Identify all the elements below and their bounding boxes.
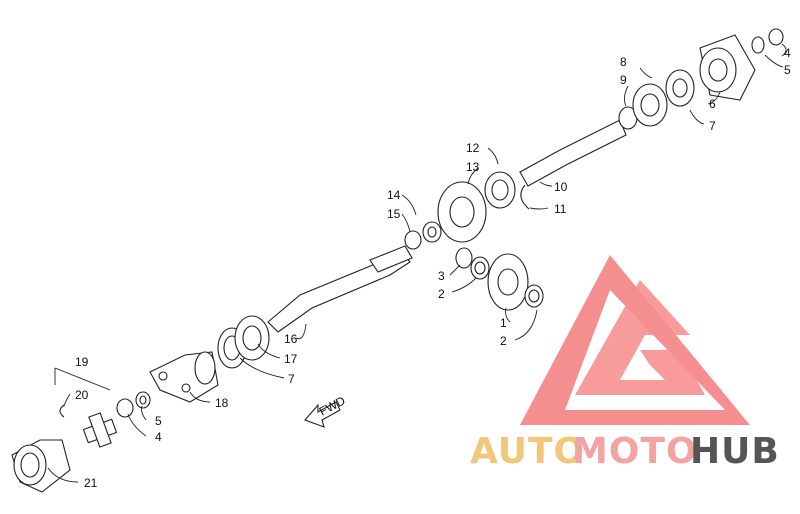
- label-11: 11: [554, 202, 567, 216]
- label-20: 20: [75, 388, 89, 402]
- label-4-lower: 4: [155, 430, 162, 444]
- callout-labels: 4 5 6 7 8 9 10 11 12 13 14 15 3 2 1 2 16…: [75, 46, 791, 490]
- fwd-arrow: FWD: [304, 393, 348, 428]
- label-15: 15: [387, 207, 401, 221]
- part-11-snap-ring: [520, 184, 530, 210]
- label-16: 16: [284, 332, 298, 346]
- label-8: 8: [620, 55, 627, 69]
- label-17: 17: [284, 352, 298, 366]
- label-10: 10: [554, 180, 568, 194]
- label-21: 21: [84, 476, 98, 490]
- label-7-upper: 7: [709, 119, 716, 133]
- part-3-bushing: [455, 247, 473, 269]
- label-7-lower: 7: [288, 372, 295, 386]
- side-gear-cluster: [455, 247, 544, 311]
- watermark-moto: MOTO: [572, 431, 698, 472]
- label-4-upper: 4: [784, 46, 791, 60]
- label-2-left: 2: [438, 287, 445, 301]
- label-6: 6: [709, 97, 716, 111]
- part-4-nut-upper: [768, 28, 784, 46]
- watermark-logo: [520, 255, 750, 425]
- label-18: 18: [215, 396, 229, 410]
- part-20-clip: [59, 404, 65, 418]
- part-16-shaft: [267, 249, 411, 333]
- label-9: 9: [620, 73, 627, 87]
- part-5-washer-upper: [751, 36, 765, 54]
- label-19: 19: [75, 355, 89, 369]
- label-3: 3: [438, 269, 445, 283]
- part-4-nut-lower: [116, 398, 134, 418]
- part-15-nut: [404, 230, 422, 250]
- part-20-cross: [82, 412, 118, 448]
- label-2-right: 2: [500, 334, 507, 348]
- part-18-yoke: [149, 351, 219, 403]
- part-21-yoke: [11, 439, 71, 493]
- watermark-text: AUTO MOTO HUB: [470, 431, 780, 472]
- main-shaft-assembly: [11, 28, 784, 493]
- part-6-flange: [699, 34, 756, 101]
- label-13: 13: [466, 160, 480, 174]
- part-13-pinion-gear: [437, 181, 487, 243]
- label-14: 14: [387, 188, 401, 202]
- watermark-hub: HUB: [690, 431, 780, 472]
- label-5-upper: 5: [784, 63, 791, 77]
- leader-lines: [47, 43, 787, 483]
- logo-inner-shape: [575, 280, 705, 395]
- label-5-lower: 5: [155, 414, 162, 428]
- label-1: 1: [500, 316, 507, 330]
- label-12: 12: [466, 141, 480, 155]
- watermark-auto: AUTO: [470, 431, 585, 472]
- part-10-shaft: [519, 119, 627, 187]
